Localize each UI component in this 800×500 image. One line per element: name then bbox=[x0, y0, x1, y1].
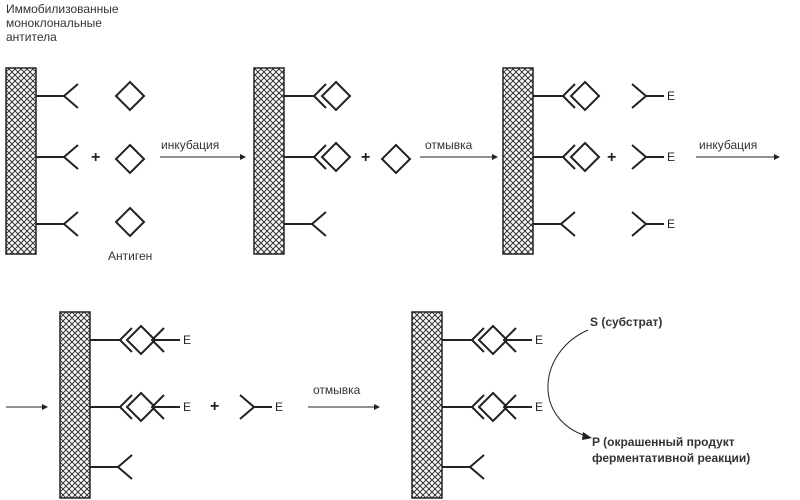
antigen-free-1 bbox=[114, 80, 146, 112]
solid-phase-1 bbox=[5, 67, 37, 255]
antigen-unbound-2 bbox=[380, 143, 412, 175]
enzyme-label-4c: E bbox=[275, 400, 284, 414]
sandwich-5a bbox=[442, 324, 532, 356]
sandwich-5b bbox=[442, 391, 532, 423]
labeled-antibody-unbound-4 bbox=[239, 394, 272, 420]
plus-sign-2: + bbox=[361, 149, 371, 166]
wash-label-2: отмывка bbox=[313, 383, 361, 397]
reaction-arrow bbox=[547, 329, 592, 440]
antibody-1c bbox=[36, 211, 79, 237]
enzyme-label-3b: E bbox=[667, 150, 676, 164]
antibody-5c bbox=[442, 454, 485, 480]
arrow-wash-1 bbox=[420, 154, 498, 160]
labeled-antibody-free-3 bbox=[631, 211, 664, 237]
title-line-2: моноклональные bbox=[6, 16, 102, 30]
antibody-1a bbox=[36, 83, 79, 109]
sandwich-4b bbox=[90, 391, 180, 423]
solid-phase-4 bbox=[59, 311, 91, 499]
title-line-3: антитела bbox=[6, 30, 57, 44]
substrate-label: S (субстрат) bbox=[590, 315, 663, 329]
enzyme-label-4b: E bbox=[183, 400, 192, 414]
arrow-wash-2 bbox=[308, 404, 380, 410]
plus-sign-4: + bbox=[210, 398, 220, 415]
solid-phase-3 bbox=[502, 67, 534, 255]
incubation-label-2: инкубация bbox=[699, 138, 758, 152]
enzyme-label-5b: E bbox=[535, 400, 544, 414]
antibody-2c bbox=[284, 211, 327, 237]
arrow-incubation-1 bbox=[160, 154, 246, 160]
antigen-free-3 bbox=[114, 206, 146, 238]
labeled-antibody-free-1 bbox=[631, 83, 664, 109]
enzyme-label-3c: E bbox=[667, 217, 676, 231]
sandwich-4a bbox=[90, 324, 180, 356]
antibody-antigen-2a bbox=[284, 80, 352, 112]
antibody-antigen-2b bbox=[284, 141, 352, 173]
antibody-4c bbox=[90, 454, 133, 480]
solid-phase-5 bbox=[411, 311, 443, 499]
antibody-3c bbox=[533, 211, 576, 237]
enzyme-label-4a: E bbox=[183, 333, 192, 347]
enzyme-label-3a: E bbox=[667, 89, 676, 103]
plus-sign-3: + bbox=[607, 149, 617, 166]
enzyme-label-5a: E bbox=[535, 333, 544, 347]
solid-phase-2 bbox=[253, 67, 285, 255]
plus-sign-1: + bbox=[91, 149, 101, 166]
wash-label-1: отмывка bbox=[425, 138, 473, 152]
title-line-1: Иммобилизованные bbox=[6, 2, 119, 16]
antigen-free-2 bbox=[114, 143, 146, 175]
antigen-label: Антиген bbox=[108, 249, 153, 263]
arrow-continuation bbox=[6, 404, 48, 410]
arrow-incubation-2 bbox=[696, 154, 780, 160]
incubation-label-1: инкубация bbox=[161, 138, 220, 152]
antibody-1b bbox=[36, 144, 79, 170]
antibody-antigen-3a bbox=[533, 80, 601, 112]
antibody-antigen-3b bbox=[533, 141, 601, 173]
product-label-line-2: ферментативной реакции) bbox=[592, 451, 751, 465]
labeled-antibody-free-2 bbox=[631, 144, 664, 170]
product-label-line-1: P (окрашенный продукт bbox=[592, 435, 735, 449]
